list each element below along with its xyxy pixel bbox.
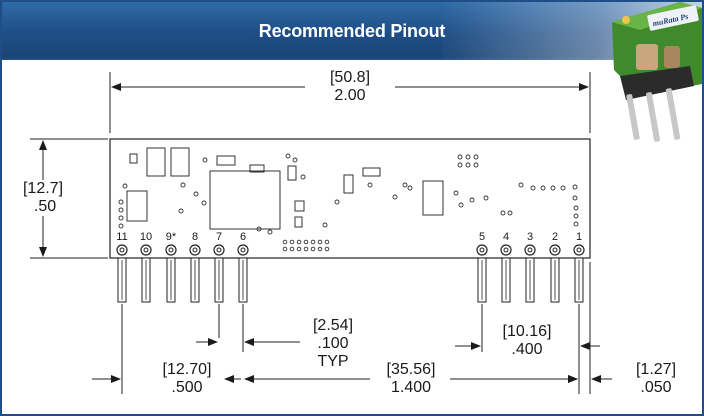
dimension-end-offset: [1.27] .050 bbox=[560, 262, 676, 396]
product-photo: muRata Ps bbox=[612, 2, 702, 142]
pin-pad bbox=[165, 244, 177, 256]
pin-pad bbox=[116, 244, 128, 256]
height-in: .50 bbox=[34, 198, 56, 215]
led-icon bbox=[622, 16, 630, 24]
photo-pin bbox=[646, 92, 660, 142]
overall-length-mm: [50.8] bbox=[330, 69, 370, 86]
capacitor-footprint bbox=[146, 147, 166, 177]
pin-hole bbox=[168, 247, 174, 253]
pcb-outline bbox=[109, 138, 591, 259]
resistor-footprint bbox=[287, 165, 297, 181]
resistor-footprint bbox=[294, 216, 303, 228]
pin-hole bbox=[479, 247, 485, 253]
pins-group: 11 10 9* 8 7 6 5 4 3 2 1 bbox=[116, 231, 585, 303]
pin-8: 8 bbox=[189, 231, 201, 303]
end-offset-mm: [1.27] bbox=[636, 361, 676, 378]
group-spacing-in: 1.400 bbox=[391, 379, 431, 396]
pin-number-label: 10 bbox=[140, 231, 152, 243]
pin-5: 5 bbox=[476, 231, 488, 303]
pin-pitch-mm: [2.54] bbox=[313, 317, 353, 334]
component-footprints bbox=[126, 147, 444, 230]
dimension-height: [12.7] .50 bbox=[23, 138, 108, 259]
pin-1: 1 bbox=[573, 231, 585, 303]
dimension-overall-length: [50.8] 2.00 bbox=[109, 69, 591, 133]
end-offset-in: .050 bbox=[640, 379, 671, 396]
dimension-group-spacing: [35.56] 1.400 bbox=[244, 304, 580, 396]
pin-10: 10 bbox=[140, 231, 152, 303]
pin-hole bbox=[240, 247, 246, 253]
pin-pitch-in: .100 bbox=[317, 335, 348, 352]
pin-4: 4 bbox=[500, 231, 512, 303]
resistor-footprint bbox=[129, 153, 138, 164]
pin-hole bbox=[576, 247, 582, 253]
height-mm: [12.7] bbox=[23, 180, 63, 197]
pin-hole bbox=[216, 247, 222, 253]
page-title: Recommended Pinout bbox=[258, 21, 446, 41]
pin-pad bbox=[549, 244, 561, 256]
ic-footprint bbox=[422, 180, 444, 216]
pin-number-label: 2 bbox=[552, 231, 558, 243]
pin-hole bbox=[503, 247, 509, 253]
pin-number-label: 7 bbox=[216, 231, 222, 243]
transformer-footprint bbox=[209, 170, 281, 230]
pin-pad bbox=[476, 244, 488, 256]
pin-number-label: 11 bbox=[116, 231, 127, 243]
capacitor-image bbox=[664, 46, 680, 68]
pin-pad bbox=[573, 244, 585, 256]
pin-9-star: 9* bbox=[165, 231, 177, 303]
pin-hole bbox=[527, 247, 533, 253]
resistor-footprint bbox=[362, 167, 381, 177]
pin-number-label: 9* bbox=[166, 231, 177, 243]
pin-pad bbox=[500, 244, 512, 256]
logo-label bbox=[647, 5, 699, 31]
pin-number-label: 8 bbox=[192, 231, 198, 243]
pin-3: 3 bbox=[524, 231, 536, 303]
resistor-footprint bbox=[294, 200, 305, 212]
dimension-left-group: [12.70] .500 bbox=[92, 304, 241, 396]
ic-footprint bbox=[126, 190, 148, 222]
pin-11: 11 bbox=[116, 231, 128, 303]
pin-number-label: 5 bbox=[479, 231, 485, 243]
pin-number-label: 6 bbox=[240, 231, 246, 243]
via-dots bbox=[118, 153, 579, 252]
left-group-mm: [12.70] bbox=[163, 361, 212, 378]
pin-pad bbox=[140, 244, 152, 256]
pin-pad bbox=[189, 244, 201, 256]
pin-pad bbox=[237, 244, 249, 256]
pin-pad bbox=[524, 244, 536, 256]
resistor-footprint bbox=[216, 155, 236, 166]
photo-pin bbox=[665, 88, 681, 140]
pin-2: 2 bbox=[549, 231, 561, 303]
resistor-footprint bbox=[249, 164, 265, 173]
pin-number-label: 1 bbox=[576, 231, 582, 243]
pin-hole bbox=[143, 247, 149, 253]
right-group-mm: [10.16] bbox=[503, 323, 552, 340]
dimension-right-group: [10.16] .400 bbox=[455, 304, 600, 358]
pin-6: 6 bbox=[237, 231, 249, 303]
pin-hole bbox=[192, 247, 198, 253]
inductor-image bbox=[636, 44, 658, 70]
pin-number-label: 3 bbox=[527, 231, 533, 243]
left-group-in: .500 bbox=[171, 379, 202, 396]
photo-pin bbox=[626, 94, 640, 140]
resistor-footprint bbox=[343, 174, 354, 194]
right-group-in: .400 bbox=[511, 341, 542, 358]
pin-pitch-note: TYP bbox=[317, 353, 348, 370]
dimension-pin-pitch: [2.54] .100 TYP bbox=[196, 304, 353, 370]
overall-length-in: 2.00 bbox=[334, 87, 365, 104]
pin-hole bbox=[119, 247, 125, 253]
group-spacing-mm: [35.56] bbox=[387, 361, 436, 378]
capacitor-footprint bbox=[170, 147, 190, 177]
pin-hole bbox=[552, 247, 558, 253]
pin-pad bbox=[213, 244, 225, 256]
pin-header-image bbox=[620, 66, 694, 100]
pin-7: 7 bbox=[213, 231, 225, 303]
pin-number-label: 4 bbox=[503, 231, 509, 243]
